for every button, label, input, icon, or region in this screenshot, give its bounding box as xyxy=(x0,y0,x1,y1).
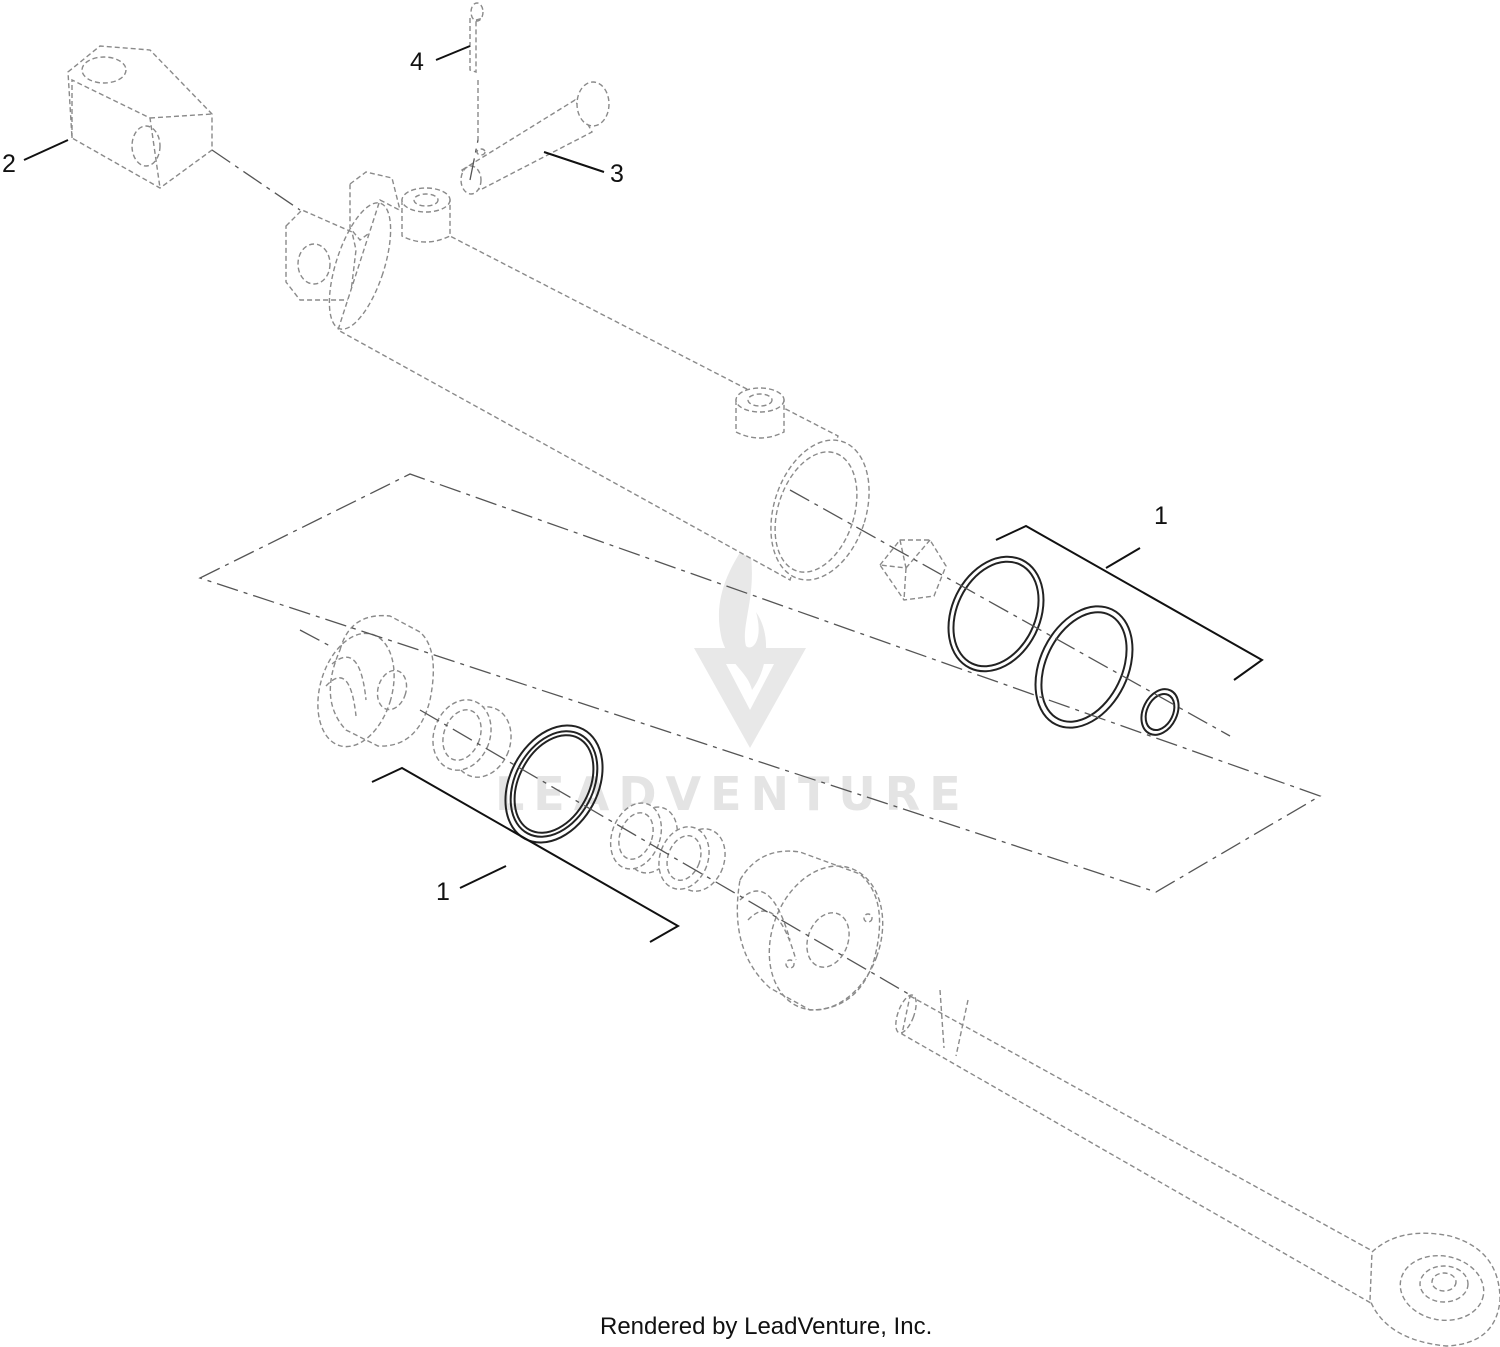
leader-line-3 xyxy=(543,151,605,173)
part-seal-ring-small xyxy=(1140,688,1180,736)
callout-3: 3 xyxy=(610,160,624,188)
part-cylinder-barrel xyxy=(285,171,870,582)
callout-1-upper: 1 xyxy=(1154,502,1168,530)
watermark-text: LEADVENTURE xyxy=(495,767,970,821)
leader-line-4 xyxy=(435,45,471,61)
part-seal-ring-large-b xyxy=(1034,605,1134,729)
part-piston-rod xyxy=(895,989,1500,1347)
part-cotter-pin xyxy=(469,2,484,140)
watermark-logo xyxy=(694,540,806,748)
part-rod-seal xyxy=(658,826,726,892)
callout-4: 4 xyxy=(410,48,424,76)
part-piston xyxy=(736,850,884,1011)
part-gland-head xyxy=(317,614,435,748)
part-hex-nut xyxy=(879,539,947,601)
assembly-lines xyxy=(198,139,1322,997)
part-seal-ring-large-a xyxy=(947,555,1045,673)
callout-1-lower: 1 xyxy=(436,878,450,906)
kit-bracket-lower xyxy=(371,766,681,943)
part-clevis-block xyxy=(67,45,213,189)
kit-bracket-upper xyxy=(995,524,1264,681)
leader-line-2 xyxy=(23,139,69,161)
part-clevis-pin xyxy=(460,81,610,195)
part-piston-seal xyxy=(504,724,604,844)
footer-credit: Rendered by LeadVenture, Inc. xyxy=(600,1313,932,1340)
callout-2: 2 xyxy=(2,150,16,178)
